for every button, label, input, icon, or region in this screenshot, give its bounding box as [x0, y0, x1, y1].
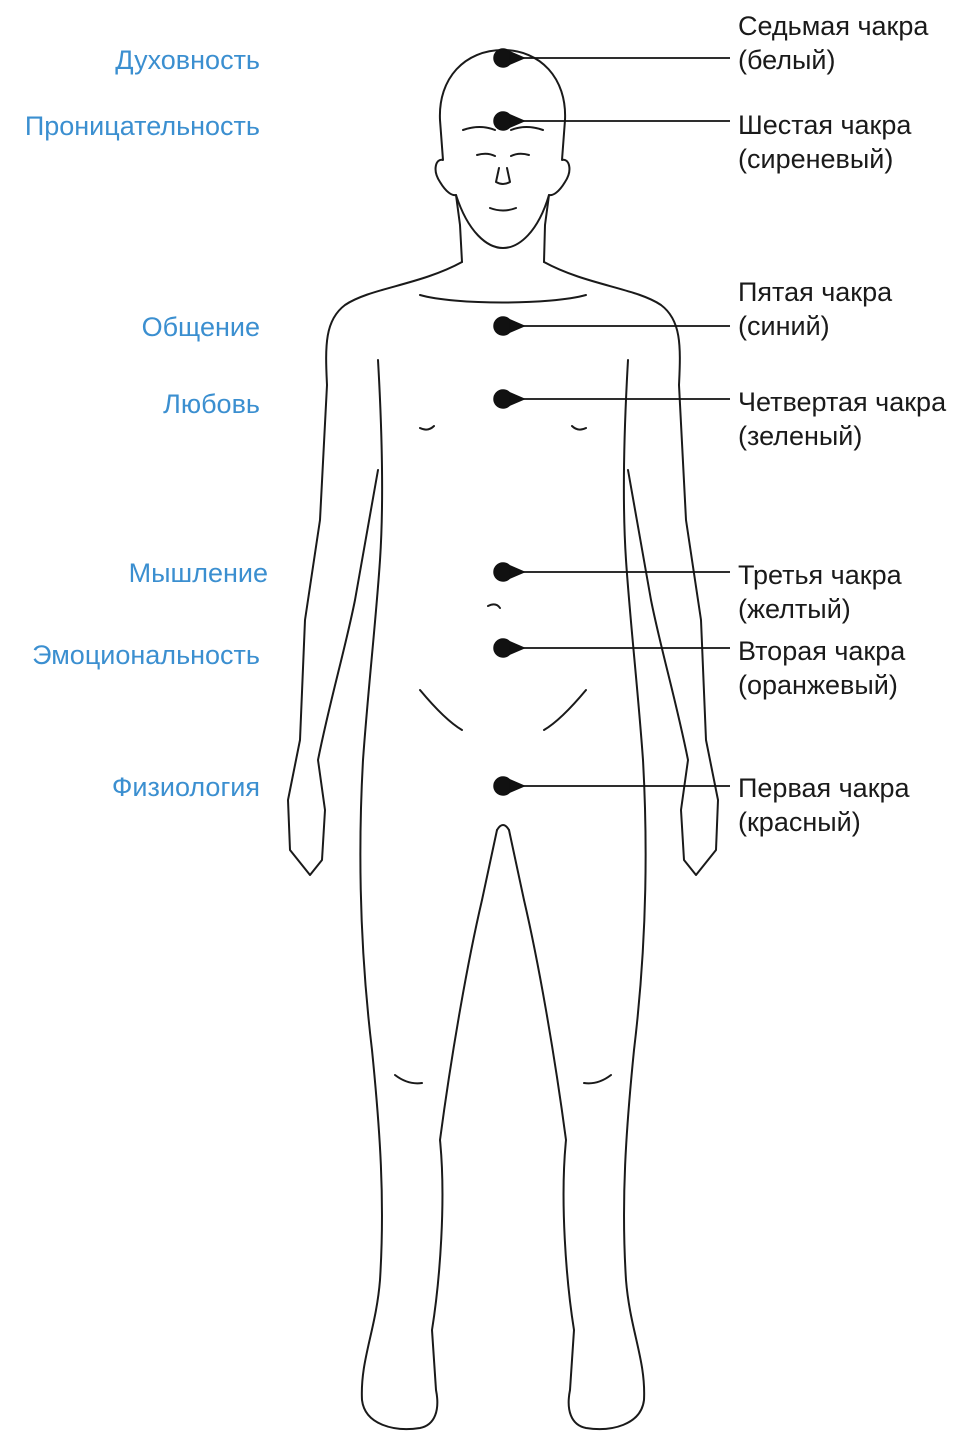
chakra-label-5: Пятая чакра (синий)	[738, 275, 892, 343]
chakra-dot-2	[494, 639, 524, 657]
chakra-color: (синий)	[738, 309, 892, 343]
chakra-color: (желтый)	[738, 592, 902, 626]
quality-emotionality: Эмоциональность	[32, 640, 260, 670]
chakra-name: Первая чакра	[738, 771, 910, 805]
quality-love: Любовь	[163, 389, 260, 419]
chakra-color: (зеленый)	[738, 419, 946, 453]
chakra-label-3: Третья чакра (желтый)	[738, 558, 902, 626]
quality-insight: Проницательность	[25, 111, 260, 141]
quality-communication: Общение	[142, 312, 260, 342]
quality-physiology: Физиология	[112, 772, 260, 802]
chakra-dot-4	[494, 390, 524, 408]
chakra-dot-1	[494, 777, 524, 795]
chakra-name: Седьмая чакра	[738, 9, 928, 43]
chakra-dot-5	[494, 317, 524, 335]
head-outline	[436, 50, 570, 262]
chakra-color: (белый)	[738, 43, 928, 77]
chakra-name: Третья чакра	[738, 558, 902, 592]
chakra-dot-3	[494, 563, 524, 581]
chakra-label-2: Вторая чакра (оранжевый)	[738, 634, 905, 702]
chakra-label-7: Седьмая чакра (белый)	[738, 9, 928, 77]
chakra-label-1: Первая чакра (красный)	[738, 771, 910, 839]
chakra-name: Шестая чакра	[738, 108, 911, 142]
chakra-color: (красный)	[738, 805, 910, 839]
chakra-name: Вторая чакра	[738, 634, 905, 668]
quality-thinking: Мышление	[129, 558, 268, 588]
chakra-label-4: Четвертая чакра (зеленый)	[738, 385, 946, 453]
chakra-name: Четвертая чакра	[738, 385, 946, 419]
chakra-color: (оранжевый)	[738, 668, 905, 702]
chakra-label-6: Шестая чакра (сиреневый)	[738, 108, 911, 176]
chakra-color: (сиреневый)	[738, 142, 911, 176]
torso-right	[544, 262, 718, 875]
torso-left	[288, 262, 462, 875]
chakra-name: Пятая чакра	[738, 275, 892, 309]
quality-spirituality: Духовность	[115, 45, 260, 75]
